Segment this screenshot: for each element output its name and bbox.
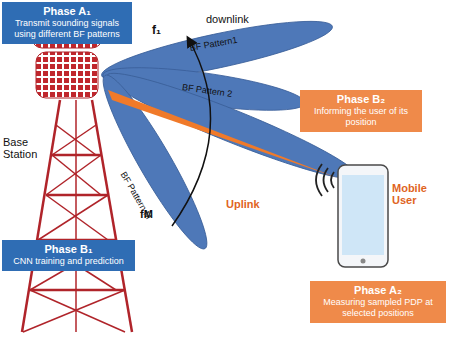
beam-symbol: fM xyxy=(140,208,153,220)
user-label: Mobile User xyxy=(392,182,444,206)
phase-title: Phase A₁ xyxy=(7,5,127,18)
station-label: Base Station xyxy=(3,136,47,160)
phase-description: Transmit sounding signals using differen… xyxy=(7,18,127,40)
phase-box: Phase B₂Informing the user of its positi… xyxy=(300,90,422,132)
phase-title: Phase A₂ xyxy=(315,284,441,297)
mobile-phone xyxy=(338,165,388,267)
sweep-arrow xyxy=(172,38,211,226)
phase-box: Phase A₁Transmit sounding signals using … xyxy=(2,2,132,44)
phase-box: Phase B₁CNN training and prediction xyxy=(2,240,135,271)
phase-title: Phase B₂ xyxy=(305,93,417,106)
phase-description: Measuring sampled PDP at selected positi… xyxy=(315,297,441,319)
phase-description: CNN training and prediction xyxy=(7,256,130,267)
direction-label: Uplink xyxy=(226,198,260,210)
beam-lobes xyxy=(91,10,363,257)
phase-title: Phase B₁ xyxy=(7,243,130,256)
phase-description: Informing the user of its position xyxy=(305,106,417,128)
tower xyxy=(22,100,132,332)
signal-waves xyxy=(316,164,334,196)
phase-box: Phase A₂Measuring sampled PDP at selecte… xyxy=(310,281,446,323)
direction-label: downlink xyxy=(206,13,249,25)
beam-symbol: f₁ xyxy=(152,24,161,37)
